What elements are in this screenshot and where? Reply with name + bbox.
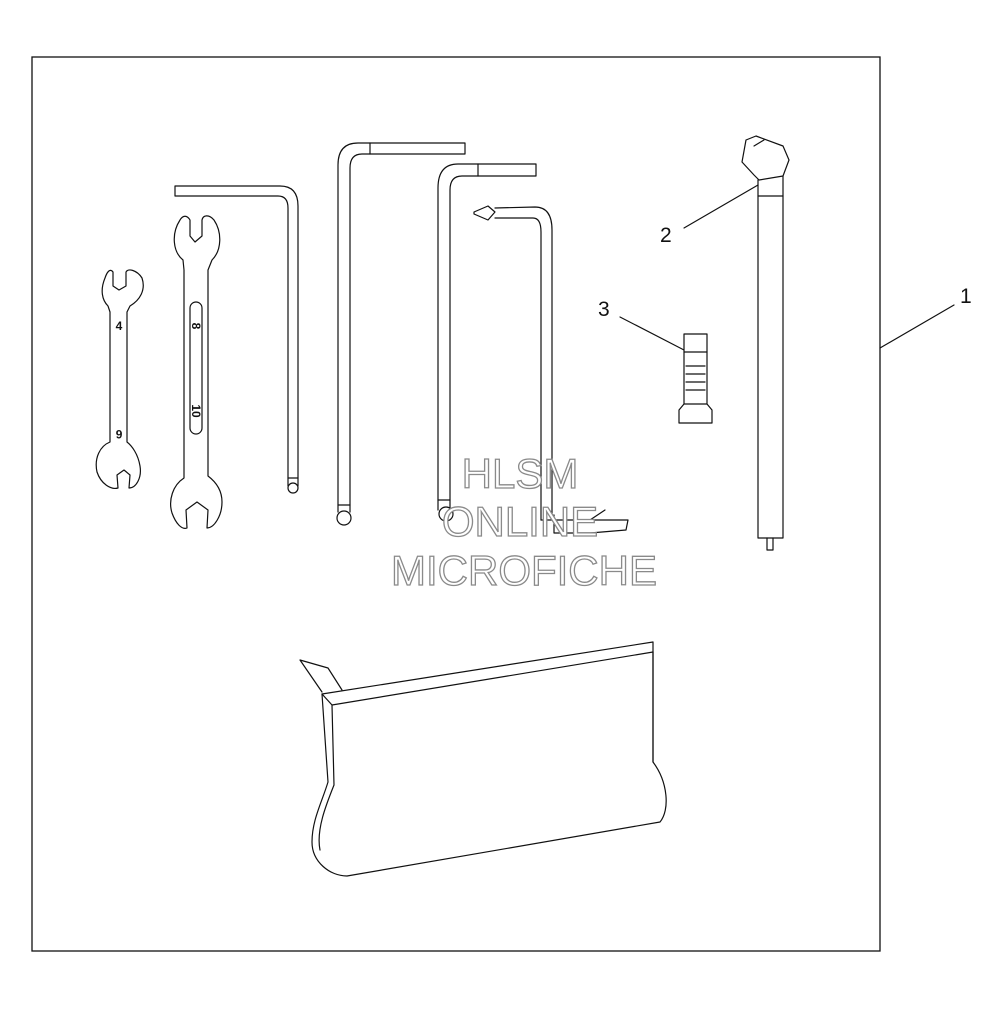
watermark-line-1: HLSM [462, 450, 579, 497]
leader-line-1 [879, 304, 955, 349]
watermark-line-3: MICROFICHE [391, 547, 657, 594]
small-wrench [95, 269, 144, 489]
leader-line-3 [619, 316, 685, 351]
large-wrench-bottom-size: 10 [189, 404, 203, 418]
small-wrench-top-size: 4 [116, 319, 123, 333]
bit-holder [678, 333, 713, 424]
large-wrench-top-size: 8 [189, 323, 203, 330]
watermark-line-2: ONLINE [442, 498, 598, 545]
callout-1: 1 [960, 285, 972, 308]
large-wrench [170, 215, 223, 529]
leader-line-2 [683, 184, 759, 229]
spark-plug-wrench [741, 135, 790, 551]
diagram-frame [31, 56, 881, 952]
small-wrench-bottom-size: 6 [115, 427, 122, 441]
hex-key-2 [336, 142, 466, 526]
hex-key-3 [437, 163, 537, 522]
callout-3: 3 [598, 298, 610, 321]
hex-key-1 [174, 185, 299, 494]
tool-pouch [299, 641, 667, 877]
callout-2: 2 [660, 224, 672, 247]
screwdriver-bit [473, 205, 629, 534]
